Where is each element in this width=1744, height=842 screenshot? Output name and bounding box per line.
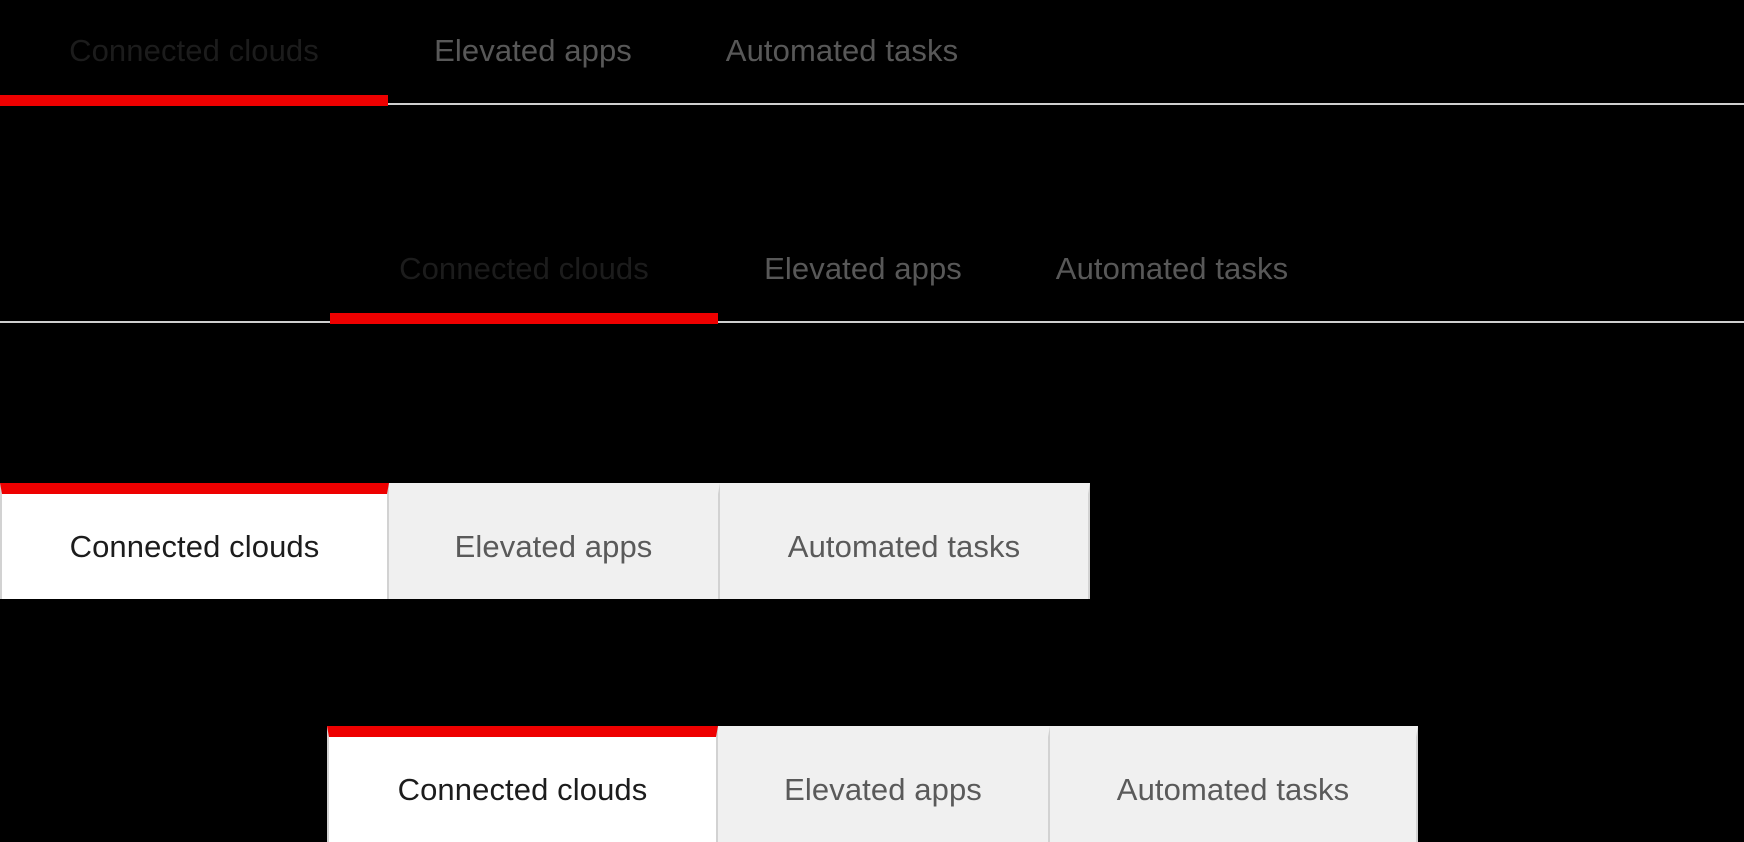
tab-label: Connected clouds <box>69 528 320 564</box>
tab-connected-clouds[interactable]: Connected clouds <box>330 230 718 308</box>
tab-connected-clouds[interactable]: Connected clouds <box>327 726 718 842</box>
tab-label: Elevated apps <box>764 251 962 286</box>
tabset-boxed-left: Connected clouds Elevated apps Automated… <box>0 483 1090 599</box>
tab-automated-tasks[interactable]: Automated tasks <box>1050 726 1418 842</box>
tab-automated-tasks[interactable]: Automated tasks <box>1008 230 1336 308</box>
tab-label: Elevated apps <box>454 528 653 564</box>
tab-connected-clouds[interactable]: Connected clouds <box>0 483 389 599</box>
tab-label: Automated tasks <box>1116 771 1350 807</box>
tab-connected-clouds[interactable]: Connected clouds <box>0 12 388 90</box>
tab-automated-tasks[interactable]: Automated tasks <box>678 12 1006 90</box>
tab-label: Automated tasks <box>1055 251 1289 286</box>
tabset-underline-indented: Connected clouds Elevated apps Automated… <box>0 230 1744 324</box>
tab-label: Connected clouds <box>397 771 648 807</box>
tab-elevated-apps[interactable]: Elevated apps <box>718 726 1050 842</box>
tab-elevated-apps[interactable]: Elevated apps <box>718 230 1008 308</box>
tabstrip-baseline <box>0 103 1744 105</box>
tab-label: Elevated apps <box>784 771 982 807</box>
tab-label: Automated tasks <box>725 33 959 68</box>
tab-elevated-apps[interactable]: Elevated apps <box>389 483 720 599</box>
tab-elevated-apps[interactable]: Elevated apps <box>388 12 678 90</box>
tab-label: Automated tasks <box>787 528 1021 564</box>
tabset-boxed-indented: Connected clouds Elevated apps Automated… <box>327 726 1418 842</box>
active-tab-indicator <box>0 95 388 106</box>
tab-label: Connected clouds <box>69 33 319 68</box>
tab-label: Elevated apps <box>434 33 632 68</box>
tab-label: Connected clouds <box>399 251 649 286</box>
tablist-underline-left: Connected clouds Elevated apps Automated… <box>0 12 1006 90</box>
tabstrip-baseline <box>0 321 1744 323</box>
tab-automated-tasks[interactable]: Automated tasks <box>720 483 1090 599</box>
tablist-underline-indented: Connected clouds Elevated apps Automated… <box>330 230 1336 308</box>
tabset-underline-left: Connected clouds Elevated apps Automated… <box>0 12 1744 106</box>
active-tab-indicator <box>330 313 718 324</box>
